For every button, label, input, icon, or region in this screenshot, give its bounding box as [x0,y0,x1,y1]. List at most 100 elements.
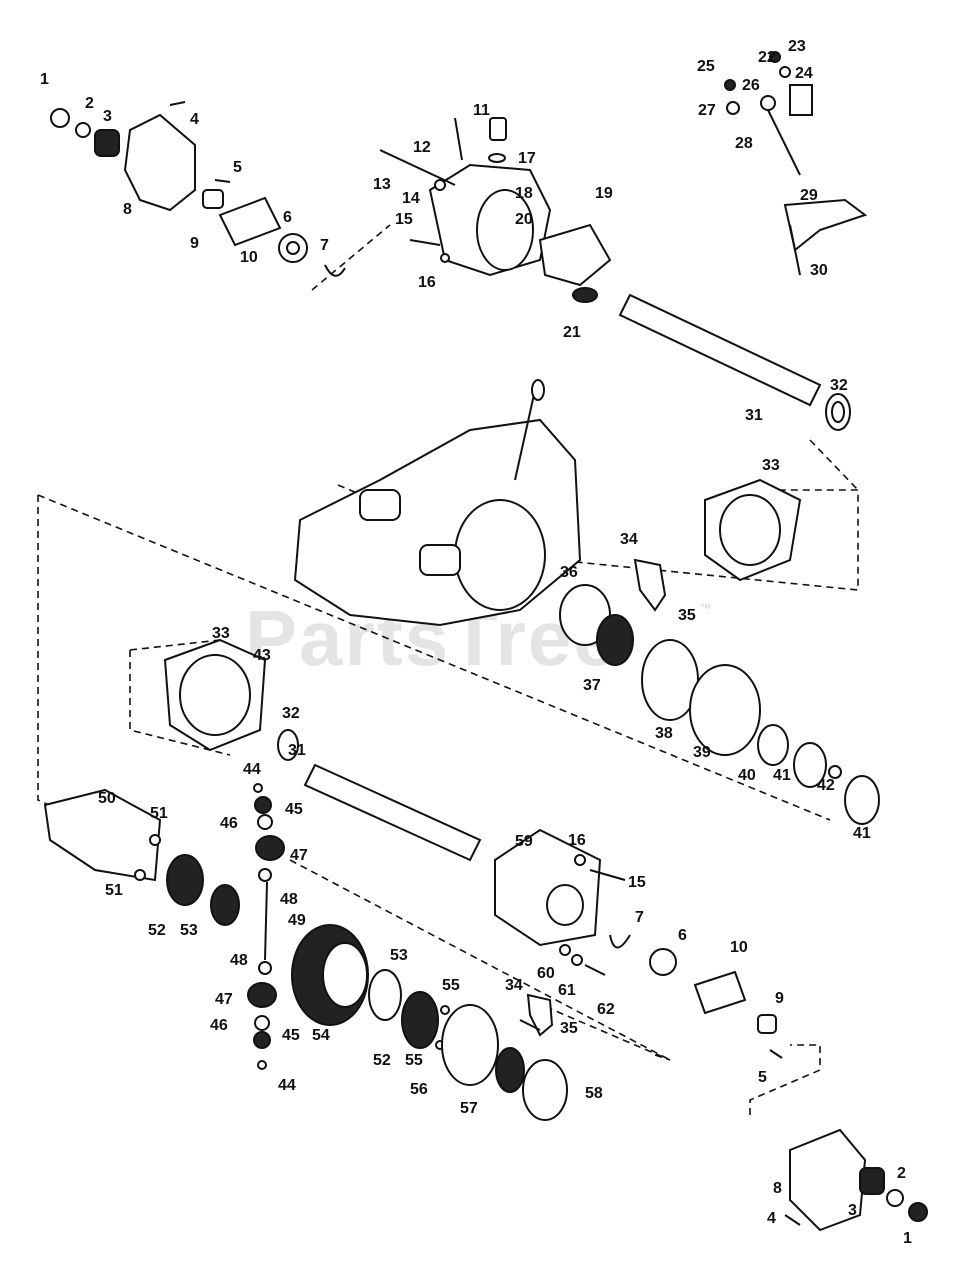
callout-1-lower: 1 [903,1230,912,1247]
callout-5-top: 5 [233,159,242,176]
ball-part-22 [769,51,781,63]
callout-42: 42 [817,777,835,794]
top-left-assembly [50,101,346,277]
bolt-part-5-lower [769,1049,783,1059]
plug-part-11 [489,117,507,141]
shim-part-40 [757,724,789,766]
bushing-part-9-lower [757,1014,777,1034]
bolt-part-15-lower [589,869,626,881]
ring-part-7-lower [609,934,631,949]
washer-part-61 [571,954,583,966]
lower-shaft-and-case [303,763,783,1059]
callout-10-top: 10 [240,249,258,266]
callout-11: 11 [473,102,490,119]
callout-33-top: 33 [762,457,780,474]
callout-49: 49 [288,912,306,929]
plate-part-10 [218,196,282,247]
callout-51-upper: 51 [150,805,168,822]
callout-54: 54 [312,1027,330,1044]
callout-8-top: 8 [123,201,132,218]
washer-part-14 [434,179,446,191]
washer-part-16 [440,253,450,263]
callout-32-top: 32 [830,377,848,394]
callout-51-lower: 51 [105,882,123,899]
housing-plate-part-8 [123,113,196,212]
callout-52-right: 52 [373,1052,391,1069]
top-center-assembly [379,117,612,303]
bottom-right-assembly [784,1128,928,1232]
washer-part-46-upper [257,814,273,830]
pin-part-51-lower [134,869,146,881]
callout-61: 61 [558,982,576,999]
ring-part-42 [828,765,842,779]
callout-53-left: 53 [180,922,198,939]
dipstick [514,389,536,481]
callout-9-top: 9 [190,235,199,252]
top-right-assembly [724,51,868,276]
washer-part-44-lower [257,1060,267,1070]
callout-23: 23 [788,38,806,55]
callout-40: 40 [738,767,756,784]
bearing-part-6-lower [649,948,677,976]
case-opening-part-20 [476,189,534,271]
ring-part-7 [324,264,346,277]
washer-part-17 [488,153,506,163]
callout-43: 43 [253,647,271,664]
callout-2-top: 2 [85,95,94,112]
callout-41-upper: 41 [773,767,791,784]
callout-7-top: 7 [320,237,329,254]
left-gasket-parts [163,638,299,761]
carrier-part-56 [441,1004,499,1086]
callout-31-top: 31 [745,407,763,424]
right-side-parts [559,478,880,825]
gear-part-53-right [368,969,402,1021]
callout-16-top: 16 [418,274,436,291]
callout-45-upper: 45 [285,801,303,818]
callout-47-lower: 47 [215,991,233,1008]
callout-16-lower: 16 [568,832,586,849]
block-part-24 [789,84,813,116]
callout-33-lower: 33 [212,625,230,642]
gear-part-52-left [166,854,204,906]
callout-35-top: 35 [678,607,696,624]
rod-part-12 [454,117,463,161]
callout-30: 30 [810,262,828,279]
callout-3-top: 3 [103,108,112,125]
callout-31-lower: 31 [288,742,306,759]
bushing-part-9 [202,189,224,209]
bolt-part-5 [214,179,231,183]
transaxle-housing [293,379,582,627]
callout-15-lower: 15 [628,874,646,891]
nut-part-27 [726,101,740,115]
callout-3-lower: 3 [848,1202,857,1219]
washer-part-60 [559,944,571,956]
upper-shaft [618,293,851,431]
gear-part-21 [572,287,598,303]
washer-part-48-upper [258,868,272,882]
callout-22: 22 [758,49,776,66]
callout-32-lower: 32 [282,705,300,722]
washer-part-2-lower [886,1189,904,1207]
callout-34-lower: 34 [505,977,523,994]
callout-48-upper: 48 [280,891,298,908]
callout-24: 24 [795,65,813,82]
pin-part-51-upper [149,834,161,846]
bearing-part-6 [278,233,308,263]
bolt-part-62 [584,964,606,976]
ball-part-25 [724,79,736,91]
callout-13: 13 [373,176,391,193]
callout-19: 19 [595,185,613,202]
callout-47-upper: 47 [290,847,308,864]
gear-part-53-left [210,884,240,926]
callout-14: 14 [402,190,420,207]
callout-46-lower: 46 [210,1017,228,1034]
axle-part-50 [43,788,162,882]
differential-assembly [43,783,568,1121]
bearing-part-57 [495,1047,525,1093]
callout-4-top: 4 [190,111,199,128]
shaft-part-31-lower [303,763,482,862]
shaft-part-49 [264,881,268,961]
watermark-trademark: ™ [700,603,711,615]
seal-part-32 [825,393,851,431]
rod-part-13 [379,149,456,186]
